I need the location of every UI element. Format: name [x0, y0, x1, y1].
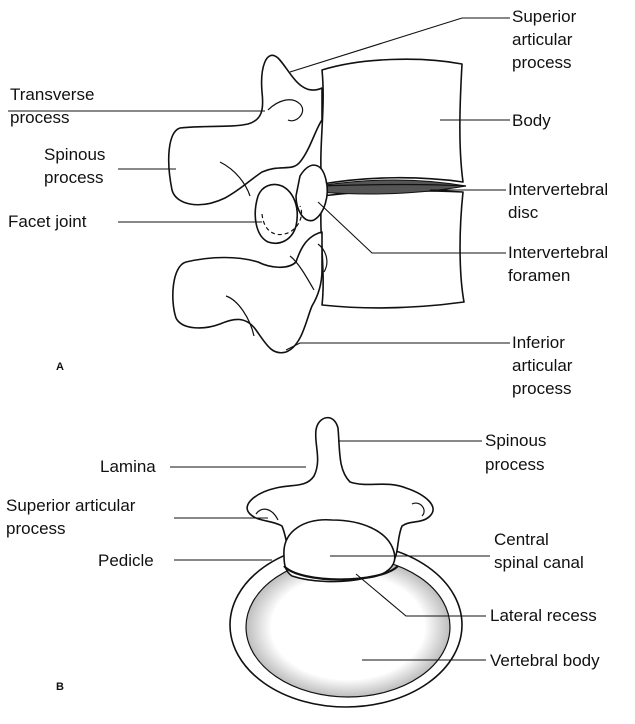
label-pedicle: Pedicle [98, 551, 154, 570]
lower-posterior-elements [173, 232, 322, 353]
label-spinous-process-a-2: process [44, 168, 104, 187]
label-central-canal-1: Central [494, 530, 549, 549]
label-intervertebral-foramen-2: foramen [508, 266, 570, 285]
label-superior-articular-a-1: Superior [512, 7, 577, 26]
label-inferior-articular-3: process [512, 379, 572, 398]
upper-vertebral-body [321, 59, 463, 184]
label-superior-articular-b-1: Superior articular [6, 496, 136, 515]
label-superior-articular-b-2: process [6, 519, 66, 538]
panel-b-tag: B [56, 681, 64, 693]
panel-a-lateral-view: Transverse process Spinous process Facet… [8, 7, 608, 398]
label-spinous-process-a-1: Spinous [44, 145, 105, 164]
label-transverse-process-a-1: Transverse [10, 85, 94, 104]
label-inferior-articular-1: Inferior [512, 333, 565, 352]
label-transverse-process-a-2: process [10, 108, 70, 127]
label-central-canal-2: spinal canal [494, 553, 584, 572]
label-lateral-recess: Lateral recess [490, 606, 597, 625]
label-intervertebral-disc-2: disc [508, 203, 539, 222]
label-superior-articular-a-2: articular [512, 30, 573, 49]
label-superior-articular-a-3: process [512, 53, 572, 72]
label-spinous-process-b-2: process [485, 455, 545, 474]
inferior-facet-upper [255, 184, 297, 243]
label-vertebral-body: Vertebral body [490, 651, 600, 670]
label-facet-joint: Facet joint [8, 212, 87, 231]
label-body: Body [512, 111, 551, 130]
label-intervertebral-disc-1: Intervertebral [508, 180, 608, 199]
label-spinous-process-b-1: Spinous [485, 431, 546, 450]
panel-a-tag: A [56, 361, 64, 373]
label-inferior-articular-2: articular [512, 356, 573, 375]
label-intervertebral-foramen-1: Intervertebral [508, 243, 608, 262]
label-lamina: Lamina [100, 457, 156, 476]
lower-vertebral-body [321, 191, 464, 308]
panel-b-axial-view: Spinous process Lamina Superior articula… [6, 418, 600, 707]
